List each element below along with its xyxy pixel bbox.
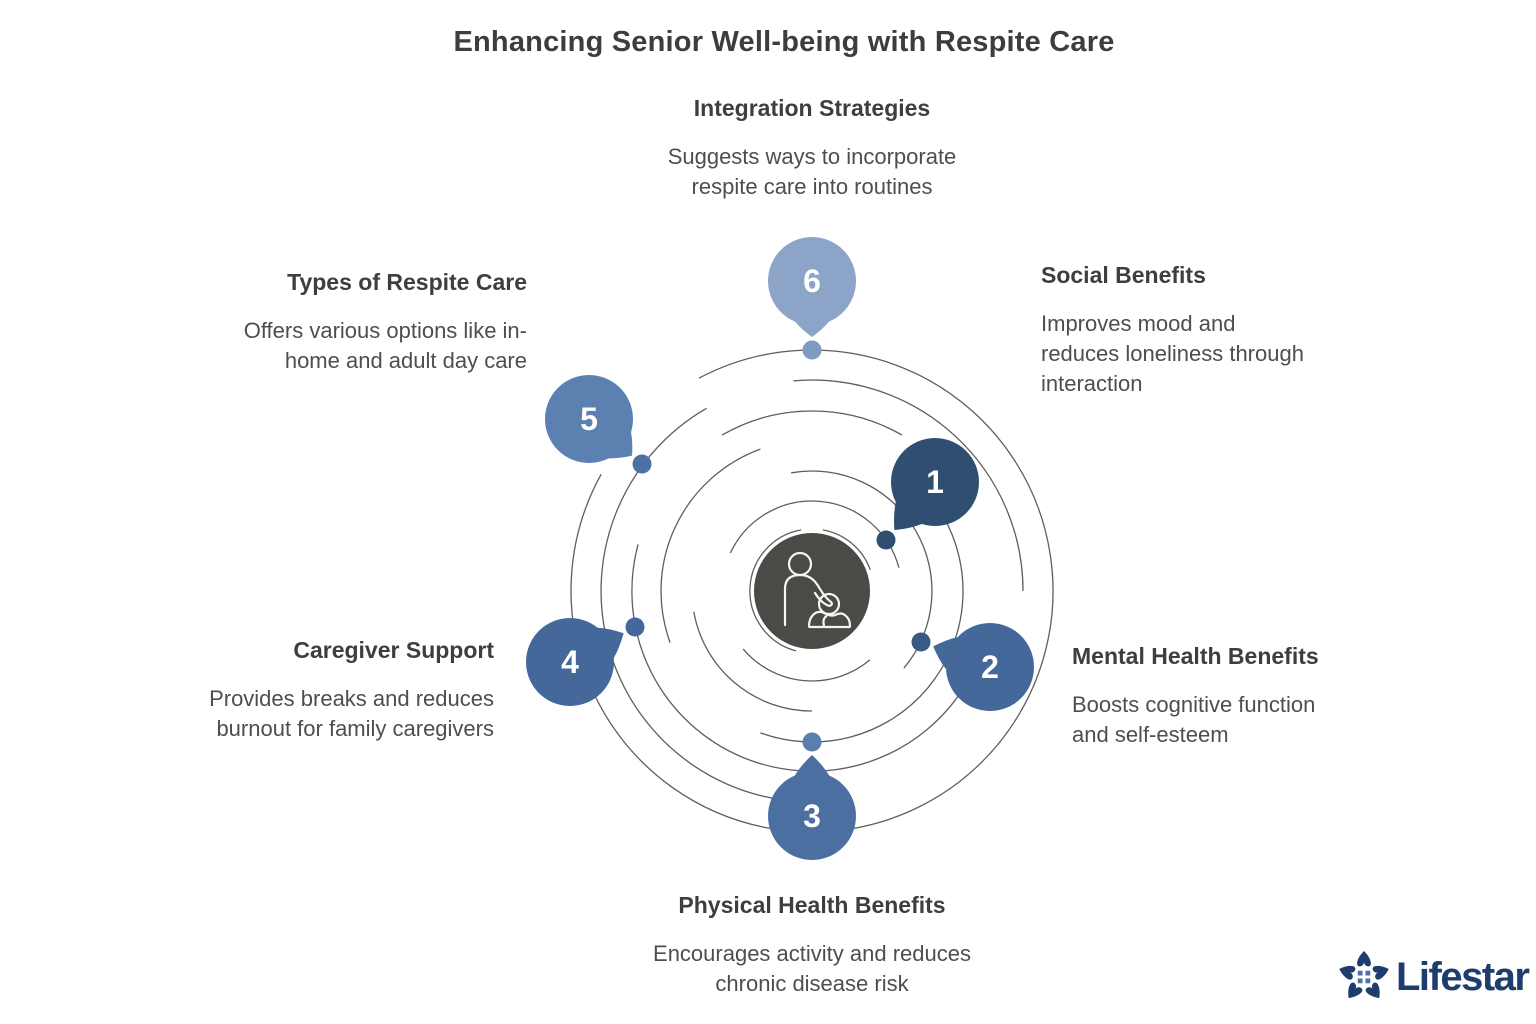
spiral-arc — [822, 529, 871, 571]
step-bubble-6: 6 — [768, 237, 856, 337]
bubble-tail — [933, 637, 958, 670]
step-number: 3 — [803, 798, 821, 834]
spiral-arc — [793, 379, 1024, 592]
section-title: Caregiver Support — [293, 637, 494, 663]
spiral-arc — [791, 470, 933, 669]
bubble-circle — [946, 623, 1034, 711]
logo-petal — [1339, 965, 1356, 980]
section-caregiver-support: Caregiver Support Provides breaks and re… — [134, 636, 494, 744]
brand-logo: Lifestar — [1337, 949, 1530, 1005]
logo-window-pane — [1357, 970, 1363, 976]
logo-petal — [1372, 965, 1389, 980]
step-number: 5 — [580, 401, 598, 437]
step-number: 6 — [803, 263, 821, 299]
section-types-of-respite-care: Types of Respite Care Offers various opt… — [167, 268, 527, 376]
section-title: Physical Health Benefits — [678, 892, 946, 918]
logo-window-pane — [1357, 978, 1363, 984]
logo-petal — [1348, 982, 1363, 999]
star-flower-house-icon — [1339, 950, 1389, 999]
section-description: Improves mood and reduces loneliness thr… — [1041, 310, 1304, 396]
step-bubble-1: 1 — [891, 438, 979, 531]
section-description: Suggests ways to incorporate respite car… — [667, 143, 957, 199]
section-mental-health-benefits: Mental Health Benefits Boosts cognitive … — [1072, 642, 1432, 750]
section-title: Types of Respite Care — [287, 269, 527, 295]
spiral-arc — [749, 529, 802, 652]
brand-name: Lifestar — [1396, 954, 1530, 999]
logo-petal — [1357, 950, 1371, 967]
section-title: Integration Strategies — [693, 95, 931, 121]
section-description: Provides breaks and reduces burnout for … — [209, 685, 494, 741]
bubble-tail — [794, 321, 830, 337]
page-title: Enhancing Senior Well-being with Respite… — [453, 26, 1115, 58]
section-title: Social Benefits — [1041, 262, 1206, 288]
section-physical-health-benefits: Physical Health Benefits Encourages acti… — [462, 891, 1162, 999]
step-number: 2 — [981, 649, 999, 685]
spiral-arc — [693, 611, 813, 712]
section-description: Offers various options like in- home and… — [243, 317, 527, 373]
node-dot-4 — [625, 617, 645, 637]
section-social-benefits: Social Benefits Improves mood and reduce… — [1041, 261, 1421, 398]
center-circle — [754, 533, 870, 649]
section-title: Mental Health Benefits — [1072, 643, 1319, 669]
step-number: 4 — [561, 644, 579, 680]
bubble-circle — [545, 375, 633, 463]
section-description: Boosts cognitive function and self-estee… — [1072, 691, 1316, 747]
step-bubble-4: 4 — [526, 618, 624, 706]
node-dot-2 — [911, 632, 931, 652]
bubble-circle — [891, 438, 979, 526]
bubble-circle — [768, 237, 856, 325]
step-bubble-5: 5 — [545, 375, 633, 463]
bubble-circle — [768, 772, 856, 860]
step-bubble-2: 2 — [933, 623, 1034, 711]
bubble-tail — [794, 755, 830, 776]
node-dot-1 — [876, 530, 896, 550]
node-dot-3 — [802, 732, 822, 752]
bubble-circle — [526, 618, 614, 706]
step-number: 1 — [926, 464, 944, 500]
section-description: Encourages activity and reduces chronic … — [653, 940, 971, 996]
node-dot-6 — [802, 340, 822, 360]
node-dot-5 — [632, 454, 652, 474]
logo-window-pane — [1365, 978, 1371, 984]
logo-petal — [1365, 982, 1380, 999]
logo-window-pane — [1365, 970, 1371, 976]
section-integration-strategies: Integration Strategies Suggests ways to … — [462, 94, 1162, 202]
step-bubble-3: 3 — [768, 755, 856, 860]
spiral-arc — [660, 448, 761, 643]
spiral-arc — [721, 410, 903, 436]
spiral-arc — [742, 648, 871, 682]
caregiver-with-senior-icon — [783, 551, 852, 629]
